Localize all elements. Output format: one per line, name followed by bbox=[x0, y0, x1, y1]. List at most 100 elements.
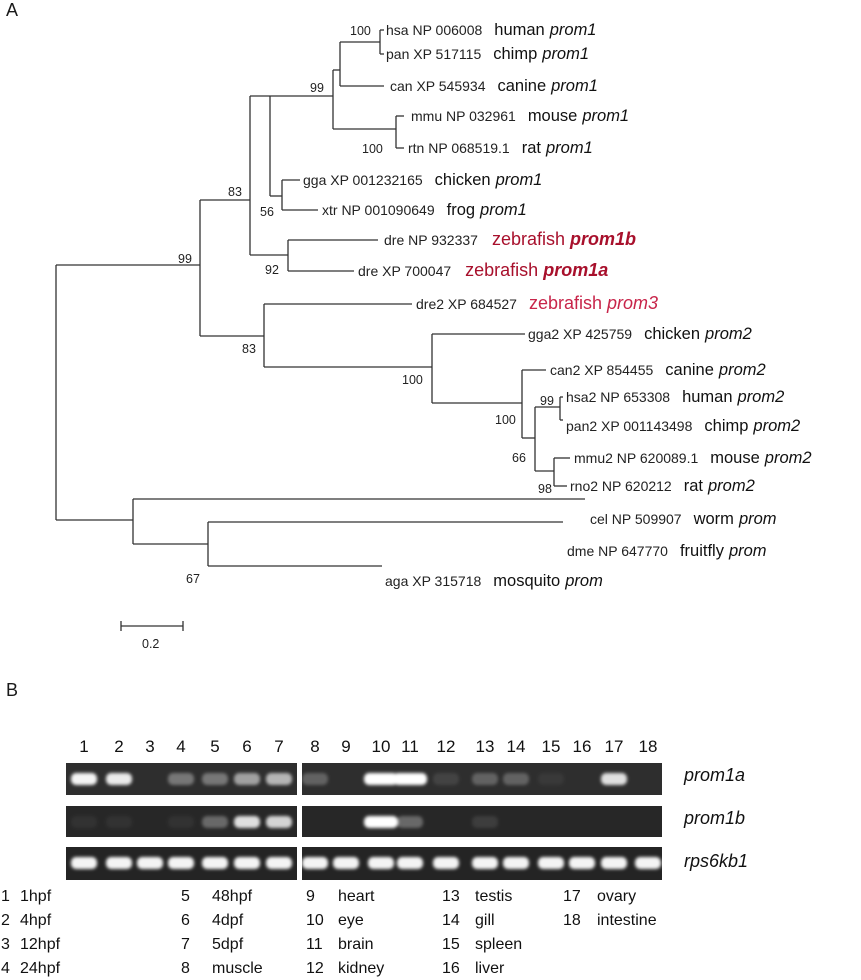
gel-band-prom1b bbox=[234, 816, 260, 828]
lane-number: 9 bbox=[341, 737, 350, 756]
phylogenetic-tree: 100 99 100 83 56 99 92 83 100 99 100 66 … bbox=[55, 21, 812, 651]
legend-label: 5dpf bbox=[212, 936, 244, 953]
lane-number: 18 bbox=[639, 737, 658, 756]
legend-number: 9 bbox=[306, 888, 315, 905]
lane-number: 13 bbox=[476, 737, 495, 756]
legend-number: 12 bbox=[306, 960, 324, 977]
bootstrap-value: 100 bbox=[362, 142, 383, 156]
legend-label: 24hpf bbox=[20, 960, 61, 977]
lane-number: 6 bbox=[242, 737, 251, 756]
legend-number: 15 bbox=[442, 936, 460, 953]
gel-band-rps6kb1 bbox=[397, 857, 423, 869]
legend-label: ovary bbox=[597, 888, 636, 905]
gel-band-rps6kb1 bbox=[234, 857, 260, 869]
lane-number: 7 bbox=[274, 737, 283, 756]
legend-label: testis bbox=[475, 888, 512, 905]
gel-bands bbox=[71, 773, 661, 869]
gel-band-rps6kb1 bbox=[137, 857, 163, 869]
lane-number: 16 bbox=[573, 737, 592, 756]
lane-number: 11 bbox=[401, 737, 419, 756]
bootstrap-value: 99 bbox=[178, 252, 192, 266]
gel-band-rps6kb1 bbox=[302, 857, 328, 869]
gel-band-rps6kb1 bbox=[472, 857, 498, 869]
legend-number: 1 bbox=[1, 888, 10, 905]
gel-band-rps6kb1 bbox=[168, 857, 194, 869]
legend-number: 6 bbox=[181, 912, 190, 929]
lane-number: 1 bbox=[79, 737, 88, 756]
legend-label: gill bbox=[475, 912, 495, 929]
gel-band-prom1b bbox=[472, 816, 498, 828]
gel-band-prom1a bbox=[393, 773, 427, 785]
bootstrap-value: 56 bbox=[260, 205, 274, 219]
bootstrap-value: 92 bbox=[265, 263, 279, 277]
gel-band-prom1a bbox=[364, 773, 398, 785]
lane-number: 4 bbox=[176, 737, 185, 756]
bootstrap-value: 98 bbox=[538, 482, 552, 496]
gel-band-prom1b bbox=[266, 816, 292, 828]
gel-band-rps6kb1 bbox=[569, 857, 595, 869]
gel-band-prom1a bbox=[202, 773, 228, 785]
legend-label: brain bbox=[338, 936, 374, 953]
gel-band-rps6kb1 bbox=[635, 857, 661, 869]
gene-label-prom1a: prom1a bbox=[683, 765, 745, 785]
legend-label: kidney bbox=[338, 960, 384, 977]
lane-number: 14 bbox=[507, 737, 526, 756]
tree-branches bbox=[55, 29, 585, 567]
gel-band-prom1a bbox=[538, 773, 564, 785]
legend-label: eye bbox=[338, 912, 364, 929]
legend-label: 48hpf bbox=[212, 888, 253, 905]
lane-number: 5 bbox=[210, 737, 219, 756]
legend-number: 2 bbox=[1, 912, 10, 929]
gel-band-rps6kb1 bbox=[503, 857, 529, 869]
gene-label-prom1b: prom1b bbox=[683, 808, 745, 828]
lane-number: 17 bbox=[605, 737, 624, 756]
gel-band-rps6kb1 bbox=[333, 857, 359, 869]
legend-label: muscle bbox=[212, 960, 263, 977]
lane-number: 2 bbox=[114, 737, 123, 756]
legend-label: spleen bbox=[475, 936, 522, 953]
bootstrap-value: 83 bbox=[228, 185, 242, 199]
legend-number: 16 bbox=[442, 960, 460, 977]
gel-band-rps6kb1 bbox=[266, 857, 292, 869]
gel-band-rps6kb1 bbox=[71, 857, 97, 869]
bootstrap-value: 99 bbox=[540, 394, 554, 408]
legend-number: 13 bbox=[442, 888, 460, 905]
legend-number: 7 bbox=[181, 936, 190, 953]
gel-band-prom1a bbox=[266, 773, 292, 785]
scale-bar-label: 0.2 bbox=[142, 637, 159, 651]
legend-number: 10 bbox=[306, 912, 324, 929]
bootstrap-values: 100 99 100 83 56 99 92 83 100 99 100 66 … bbox=[178, 24, 554, 586]
gel-band-prom1a bbox=[302, 773, 328, 785]
bootstrap-value: 83 bbox=[242, 342, 256, 356]
gel-band-prom1b bbox=[397, 816, 423, 828]
legend-label: liver bbox=[475, 960, 505, 977]
lane-number: 12 bbox=[437, 737, 456, 756]
legend-number: 4 bbox=[1, 960, 10, 977]
panel-b-label: B bbox=[6, 680, 19, 700]
gel-band-rps6kb1 bbox=[601, 857, 627, 869]
bootstrap-value: 100 bbox=[350, 24, 371, 38]
gel-band-prom1a bbox=[234, 773, 260, 785]
legend-label: heart bbox=[338, 888, 375, 905]
gel-band-rps6kb1 bbox=[538, 857, 564, 869]
bootstrap-value: 100 bbox=[402, 373, 423, 387]
legend-number: 18 bbox=[563, 912, 581, 929]
gel-band-prom1a bbox=[71, 773, 97, 785]
legend-label: 1hpf bbox=[20, 888, 52, 905]
gel-band-prom1b bbox=[106, 816, 132, 828]
